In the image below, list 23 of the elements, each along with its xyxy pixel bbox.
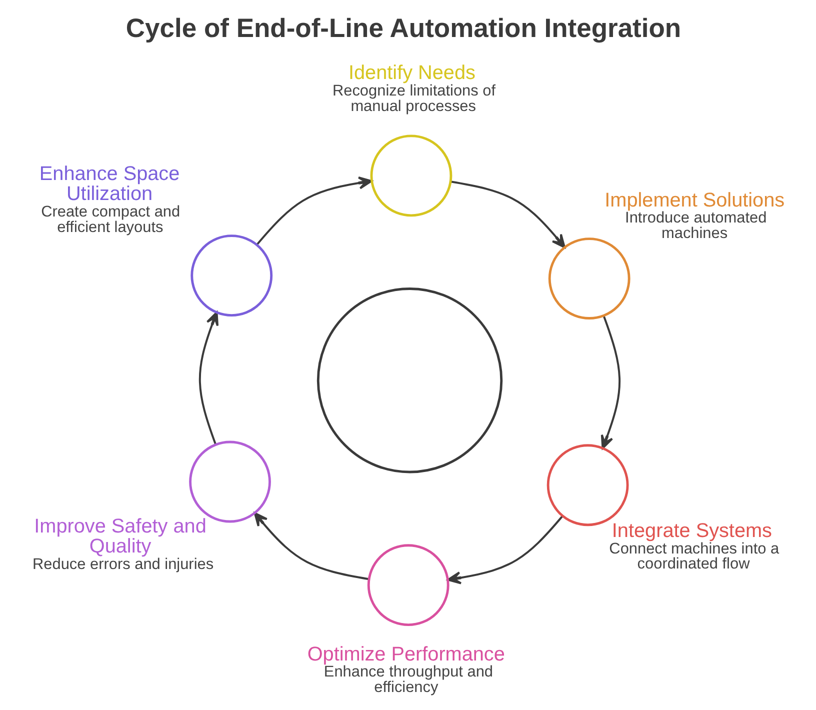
node-circle	[316, 288, 503, 474]
arrow	[256, 176, 372, 246]
arrow	[254, 512, 370, 580]
node-label: Enhance throughput and efficiency	[324, 664, 494, 696]
node-circle	[190, 234, 273, 317]
node-label: Create compact and efficient layouts	[41, 203, 180, 236]
node-circle	[367, 544, 450, 626]
node-label: Recognize limitations of manual processes	[332, 82, 496, 116]
node-label: Optimize Performance	[307, 643, 505, 666]
arrow	[198, 311, 219, 445]
node-circle	[548, 238, 630, 320]
node-label: Implement Solutions	[604, 189, 785, 212]
node-label: Connect machines into a coordinated flow	[609, 540, 780, 573]
node-label: Integrate Systems	[612, 520, 772, 542]
arrow	[447, 515, 564, 584]
node-label: Enhance Space Utilization	[39, 163, 180, 206]
node-label: Improve Safety and Quality	[34, 516, 206, 558]
node-circle	[370, 134, 452, 217]
diagram-title: Cycle of End-of-Line Automation Integration	[126, 13, 682, 44]
arrow	[600, 315, 620, 450]
node-label: Reduce errors and injuries	[32, 556, 214, 573]
node-label: Identify Needs	[348, 62, 476, 84]
arrow	[450, 180, 566, 248]
